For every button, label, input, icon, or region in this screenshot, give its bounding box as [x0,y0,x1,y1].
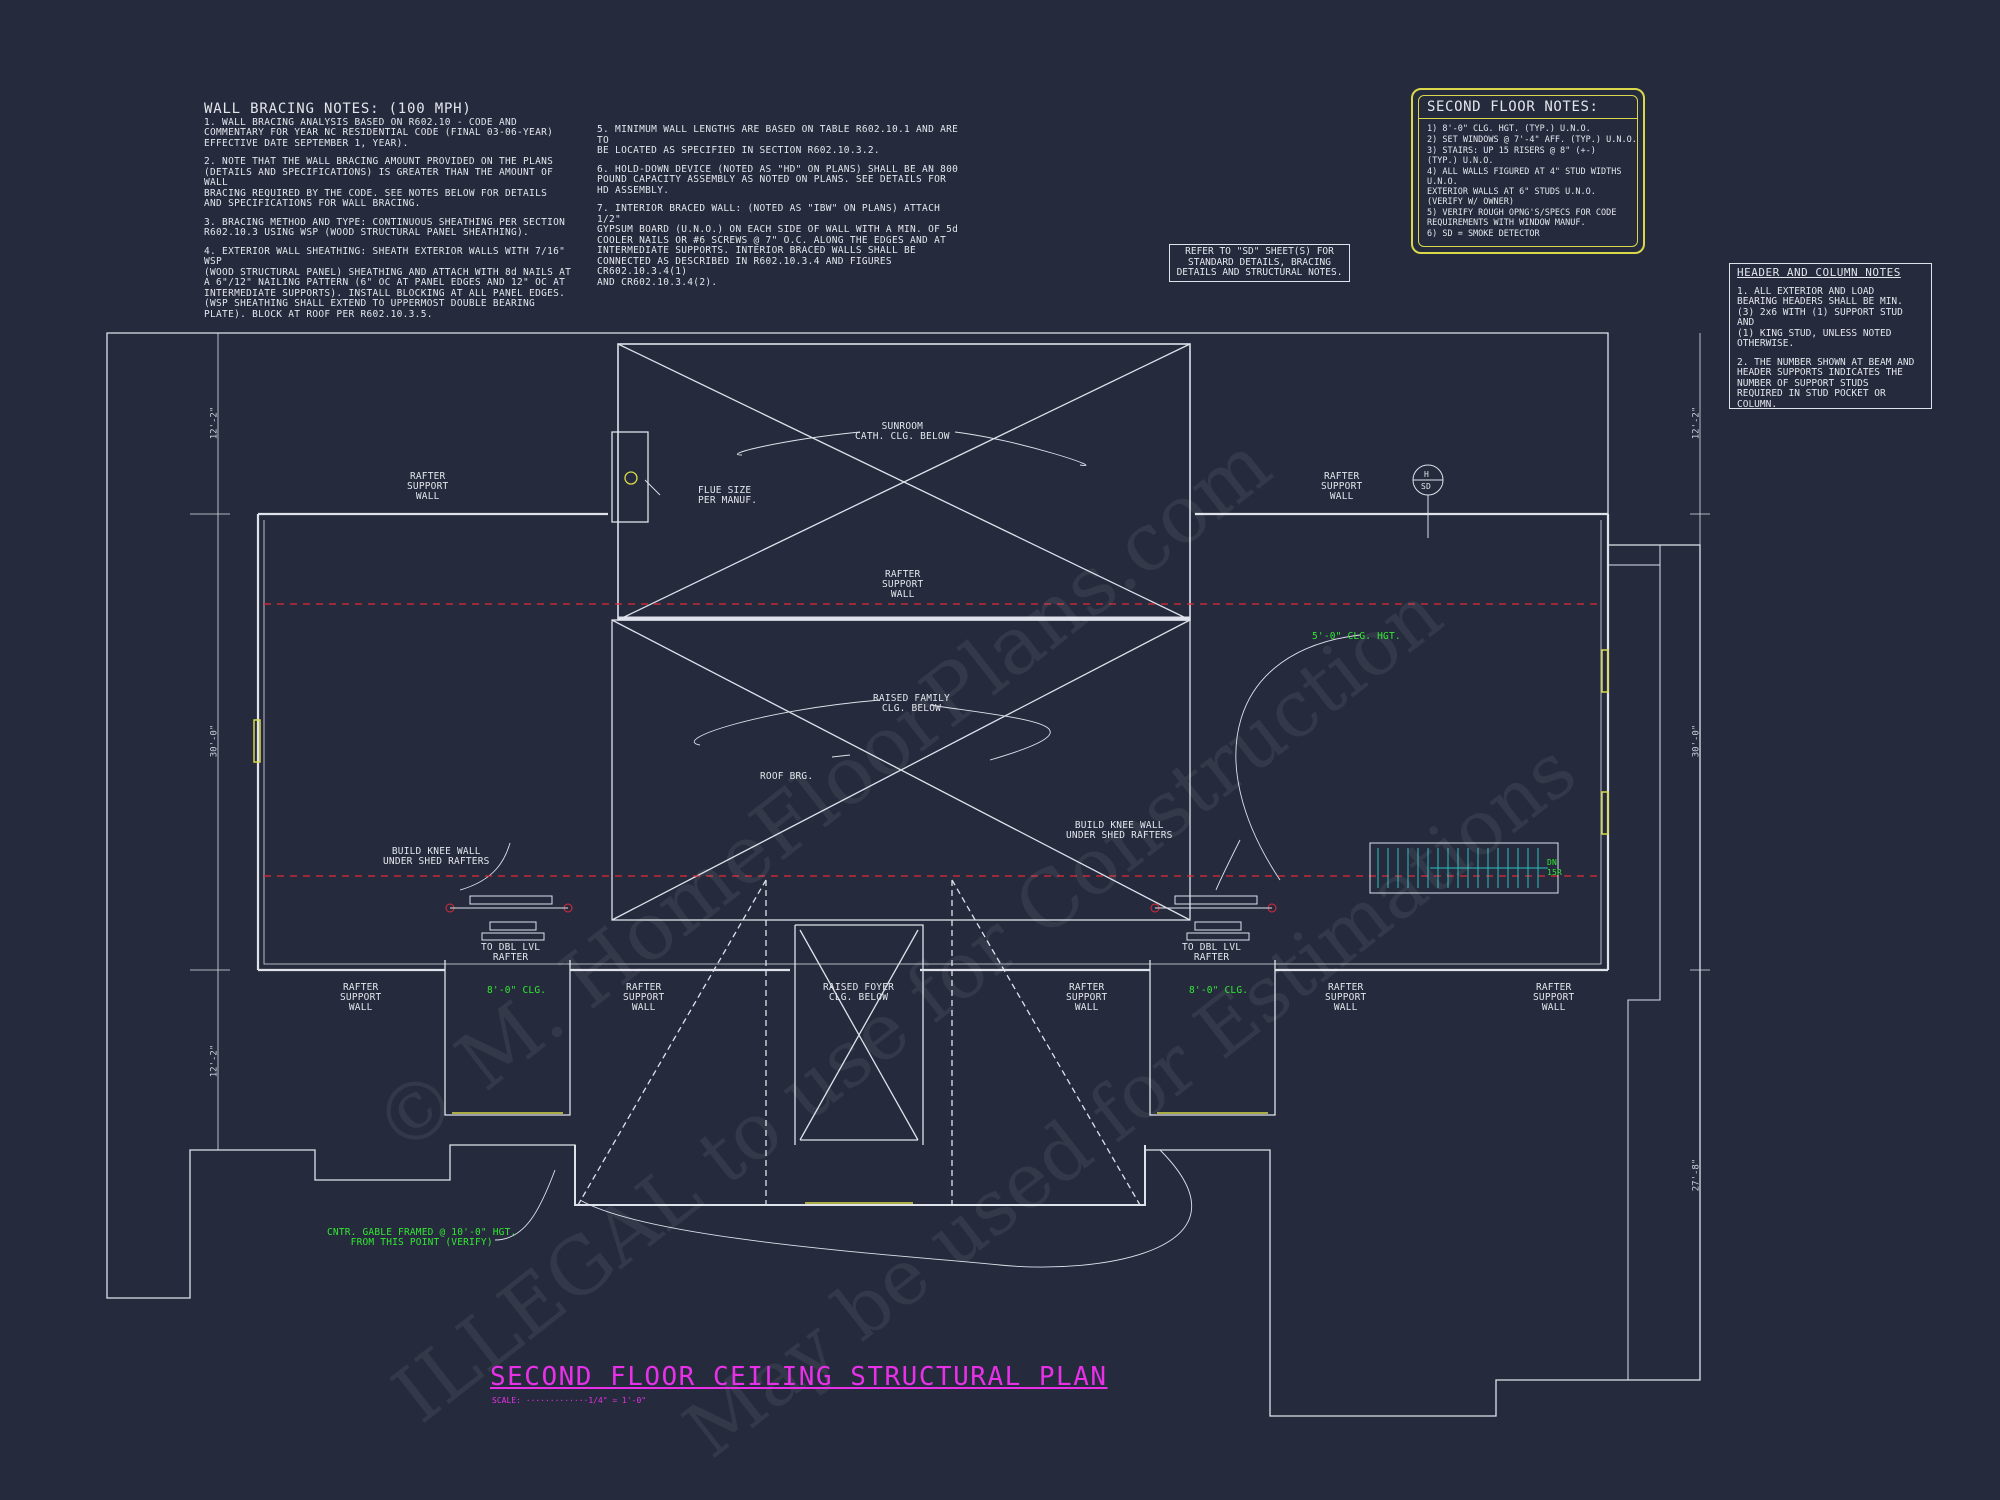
header-column-heading: HEADER AND COLUMN NOTES [1737,266,1901,279]
second-floor-notes-heading: SECOND FLOOR NOTES: [1419,96,1637,119]
header-column-notes-box: HEADER AND COLUMN NOTES 1. ALL EXTERIOR … [1729,263,1932,409]
knee-wall-label-left: BUILD KNEE WALL UNDER SHED RAFTERS [383,846,490,867]
header-column-note-2: 2. THE NUMBER SHOWN AT BEAM AND HEADER S… [1737,356,1915,410]
wall-bracing-note-7: 7. INTERIOR BRACED WALL: (NOTED AS "IBW"… [597,203,959,288]
drawing-scale: SCALE: ·············1/4" = 1'-0" [492,1396,647,1405]
stair [1369,842,1559,894]
second-floor-note-3: 3) STAIRS: UP 15 RISERS @ 8" (+-) (TYP.)… [1427,146,1596,166]
wall-bracing-note-1: 1. WALL BRACING ANALYSIS BASED ON R602.1… [204,116,554,149]
second-floor-note-2: 2) SET WINDOWS @ 7'-4" AFF. (TYP.) U.N.O… [1427,135,1637,145]
header-column-note-1: 1. ALL EXTERIOR AND LOAD BEARING HEADERS… [1737,285,1903,349]
wall-bracing-notes: WALL BRACING NOTES: (100 MPH) 1. WALL BR… [204,101,574,328]
dbl-lvl-label-right: TO DBL LVL RAFTER [1182,942,1242,963]
rafter-support-label-center: RAFTER SUPPORT WALL [882,569,924,600]
wall-bracing-note-3: 3. BRACING METHOD AND TYPE: CONTINUOUS S… [204,216,566,238]
rafter-support-label-bottom-3: RAFTER SUPPORT WALL [1066,982,1108,1013]
second-floor-note-6: 6) SD = SMOKE DETECTOR [1427,229,1540,239]
raised-family-outline [611,619,1191,921]
ceiling-height-5ft-label: 5'-0" CLG. HGT. [1312,631,1401,642]
flue-circle [624,471,638,485]
second-floor-note-5: 5) VERIFY ROUGH OPNG'S/SPECS FOR CODE RE… [1427,208,1617,228]
dimension-left-bottom: 12'-2" [209,1044,220,1078]
foyer-outline [794,924,924,1145]
second-floor-notes-list: 1) 8'-0" CLG. HGT. (TYP.) U.N.O. 2) SET … [1427,124,1637,239]
wall-bracing-notes-continued: 5. MINIMUM WALL LENGTHS ARE BASED ON TAB… [597,124,967,296]
dimension-right-bottom: 27'-8" [1691,1158,1702,1192]
wall-bracing-note-2: 2. NOTE THAT THE WALL BRACING AMOUNT PRO… [204,156,554,209]
dbl-lvl-label-left: TO DBL LVL RAFTER [481,942,541,963]
dimension-right-middle: 30'-0" [1691,724,1702,758]
smoke-detector-h-label: H [1424,470,1430,479]
wall-bracing-heading: WALL BRACING NOTES: (100 MPH) [204,101,472,117]
raised-foyer-label: RAISED FOYER CLG. BELOW [823,982,895,1003]
sunroom-label: SUNROOM CATH. CLG. BELOW [855,421,950,442]
rafter-support-label-top-right: RAFTER SUPPORT WALL [1321,471,1363,502]
smoke-detector-icon [1412,464,1444,538]
roof-bearing-label: ROOF BRG. [760,771,814,782]
smoke-detector-sd-label: SD [1421,482,1432,491]
rafter-support-label-bottom-2: RAFTER SUPPORT WALL [623,982,665,1013]
right-bay [1149,960,1276,1116]
refer-sd-note-box: REFER TO "SD" SHEET(S) FOR STANDARD DETA… [1169,244,1350,282]
wall-bracing-note-6: 6. HOLD-DOWN DEVICE (NOTED AS "HD" ON PL… [597,163,959,196]
left-bay [444,960,571,1116]
wall-bracing-note-5: 5. MINIMUM WALL LENGTHS ARE BASED ON TAB… [597,124,959,156]
knee-wall-label-right: BUILD KNEE WALL UNDER SHED RAFTERS [1066,820,1173,841]
second-floor-note-4: 4) ALL WALLS FIGURED AT 4" STUD WIDTHS U… [1427,167,1622,207]
dimension-left-middle: 30'-0" [209,724,220,758]
rafter-support-label-bottom-5: RAFTER SUPPORT WALL [1533,982,1575,1013]
wall-bracing-note-4: 4. EXTERIOR WALL SHEATHING: SHEATH EXTER… [204,245,572,320]
dimension-left-top: 12'-2" [209,406,220,440]
flue-chase [611,431,649,523]
second-floor-note-1: 1) 8'-0" CLG. HGT. (TYP.) U.N.O. [1427,124,1591,134]
rafter-support-label-bottom-4: RAFTER SUPPORT WALL [1325,982,1367,1013]
second-floor-notes-box: SECOND FLOOR NOTES: 1) 8'-0" CLG. HGT. (… [1411,88,1645,254]
drawing-title: SECOND FLOOR CEILING STRUCTURAL PLAN [490,1362,1108,1392]
lower-footprint-outline [106,332,1701,1417]
stair-dn-label: DN 15R [1547,858,1563,877]
center-gable-label: CNTR. GABLE FRAMED @ 10'-0" HGT. FROM TH… [327,1227,517,1248]
rafter-support-label-bottom-1: RAFTER SUPPORT WALL [340,982,382,1013]
ceiling-8ft-label-left: 8'-0" CLG. [487,985,547,996]
dimension-right-top: 12'-2" [1691,406,1702,440]
raised-family-label: RAISED FAMILY CLG. BELOW [873,693,950,714]
rafter-support-label-top-left: RAFTER SUPPORT WALL [407,471,449,502]
flue-label: FLUE SIZE PER MANUF. [698,485,758,506]
second-floor-outer-wall [256,512,1610,972]
ceiling-8ft-label-right: 8'-0" CLG. [1189,985,1249,996]
